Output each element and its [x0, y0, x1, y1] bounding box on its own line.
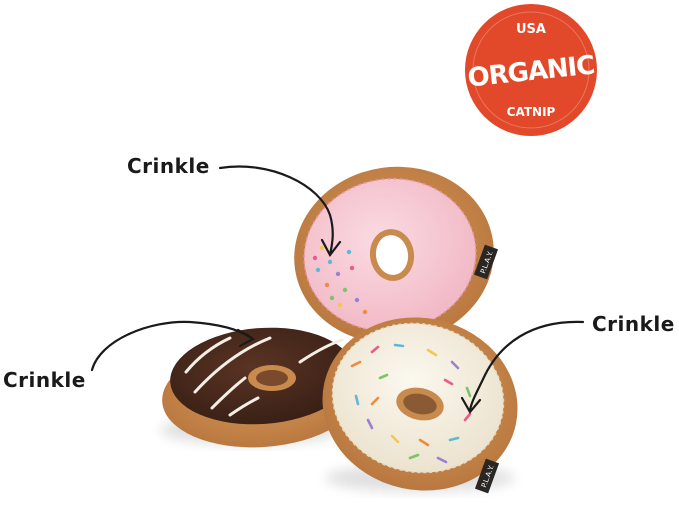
arrow-top	[218, 165, 334, 257]
pink-donut-toy: P.L.A.Y.	[294, 166, 499, 344]
arrow-left-head	[236, 328, 256, 348]
brand-tag: P.L.A.Y.	[474, 458, 500, 494]
callout-arrows	[90, 165, 585, 414]
arrow-right-head	[460, 396, 482, 414]
vanilla-donut-toy: P.L.A.Y.	[322, 317, 518, 494]
arrow-right	[468, 320, 585, 412]
icing-drizzle	[184, 336, 344, 417]
arrow-left	[90, 320, 254, 372]
brand-tag: P.L.A.Y.	[473, 244, 499, 280]
sprinkles	[350, 343, 472, 464]
arrow-top-head	[320, 238, 342, 258]
crinkle-label-right: Crinkle	[592, 312, 675, 336]
sprinkles	[312, 245, 368, 315]
badge-bottom-text: CATNIP	[507, 105, 556, 119]
crinkle-label-left: Crinkle	[3, 368, 86, 392]
chocolate-donut-toy	[162, 327, 362, 448]
badge-top-text: USA	[516, 22, 546, 37]
organic-catnip-badge: USA ORGANIC CATNIP	[465, 4, 597, 136]
crinkle-label-top: Crinkle	[127, 154, 210, 178]
